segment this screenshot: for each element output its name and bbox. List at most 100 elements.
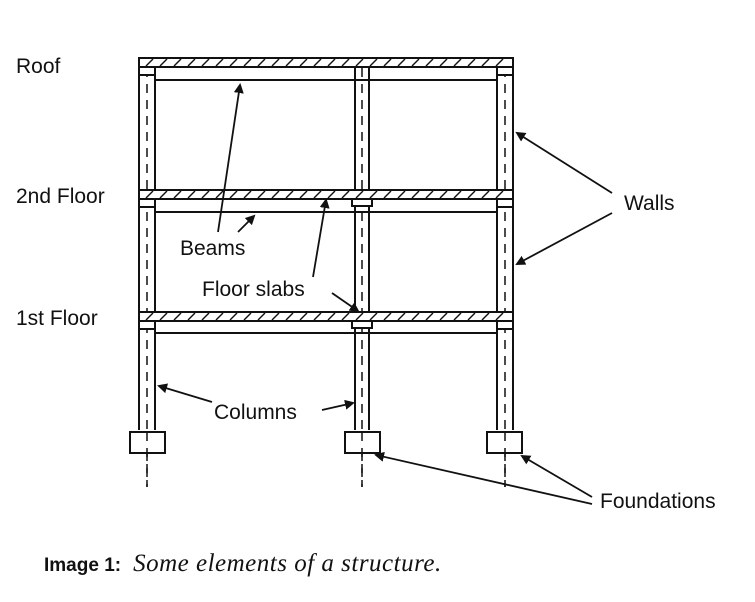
slab-hatch-line <box>243 190 252 199</box>
label-roof: Roof <box>16 55 61 78</box>
foundations-arrow-right <box>520 454 593 498</box>
slab-hatch-line <box>285 58 294 67</box>
slab-hatch-line <box>411 58 420 67</box>
caption-prefix: Image 1: <box>44 555 121 576</box>
slab-hatch-line <box>425 58 434 67</box>
slab-hatch-line <box>327 312 336 321</box>
slabs-arrow-floor1 <box>331 292 360 313</box>
slab-hatch-line <box>397 190 406 199</box>
first-floor-slab <box>138 311 514 334</box>
slab-hatch-line <box>369 312 378 321</box>
slab-hatch-line <box>453 312 462 321</box>
slab-hatch-line <box>411 190 420 199</box>
slab-hatch-line <box>397 312 406 321</box>
slab-hatch-line <box>313 312 322 321</box>
slab-hatch-line <box>299 312 308 321</box>
walls-arrow-upper <box>515 131 613 194</box>
slab-hatch-line <box>495 312 504 321</box>
slab-hatch-line <box>495 190 504 199</box>
slab-hatch-line <box>425 190 434 199</box>
slab-hatch-line <box>285 190 294 199</box>
slab-hatch-line <box>481 312 490 321</box>
slab-hatch-line <box>187 190 196 199</box>
slab-hatch-line <box>229 312 238 321</box>
slab-hatch-line <box>215 312 224 321</box>
slab-hatch-line <box>257 190 266 199</box>
slab-hatch-line <box>285 312 294 321</box>
slab-hatch-line <box>383 58 392 67</box>
slab-hatch-line <box>187 312 196 321</box>
slab-hatch-line <box>299 190 308 199</box>
slab-hatch-line <box>383 190 392 199</box>
slab-hatch-line <box>327 58 336 67</box>
slab-hatch-line <box>467 58 476 67</box>
slab-hatch-line <box>355 190 364 199</box>
slab-hatch-line <box>201 312 210 321</box>
slab-hatch-line <box>495 58 504 67</box>
slab-hatch-line <box>257 312 266 321</box>
slab-hatch-line <box>173 58 182 67</box>
slab-hatch-line <box>453 190 462 199</box>
slab-hatch-line <box>341 58 350 67</box>
slab-hatch-line <box>229 190 238 199</box>
slab-hatch-line <box>215 190 224 199</box>
caption-text: Some elements of a structure. <box>133 550 442 577</box>
label-second-floor: 2nd Floor <box>16 185 105 208</box>
slab-hatch-line <box>201 190 210 199</box>
slab-hatch-line <box>271 312 280 321</box>
slab-hatch-line <box>355 58 364 67</box>
slab-hatch-line <box>145 58 154 67</box>
slab-hatch-line <box>313 58 322 67</box>
slab-hatch-line <box>243 312 252 321</box>
slab-hatch-line <box>481 190 490 199</box>
slab-hatch-line <box>145 312 154 321</box>
slab-hatch-line <box>355 312 364 321</box>
slab-hatch-line <box>159 58 168 67</box>
slab-hatch-line <box>411 312 420 321</box>
slab-hatch-line <box>271 58 280 67</box>
slab-hatch-line <box>439 190 448 199</box>
slab-hatch-line <box>313 190 322 199</box>
columns-arrow-middle <box>321 399 355 411</box>
slab-hatch-line <box>145 190 154 199</box>
slab-hatch-line <box>341 312 350 321</box>
beams-arrow-floor2 <box>237 214 256 233</box>
leader-arrows <box>157 83 613 505</box>
slab-hatch-line <box>439 312 448 321</box>
slab-hatch-line <box>299 58 308 67</box>
slab-hatch-line <box>341 190 350 199</box>
label-columns: Columns <box>214 401 297 424</box>
slab-hatch-line <box>397 58 406 67</box>
slab-hatch-line <box>271 190 280 199</box>
foundations <box>129 431 523 487</box>
slab-hatch-line <box>425 312 434 321</box>
slab-hatch-line <box>453 58 462 67</box>
slab-hatch-line <box>481 58 490 67</box>
label-foundations: Foundations <box>600 490 716 513</box>
slab-hatch-line <box>327 190 336 199</box>
slabs-arrow-floor2 <box>312 198 330 278</box>
roof-slab <box>138 57 514 81</box>
label-walls: Walls <box>624 192 675 215</box>
slab-hatch-line <box>467 190 476 199</box>
figure-caption: Image 1: Some elements of a structure. <box>44 550 442 577</box>
slab-hatch-line <box>369 190 378 199</box>
slab-hatch-line <box>187 58 196 67</box>
slab-hatch-line <box>173 312 182 321</box>
slab-hatch-line <box>215 58 224 67</box>
column-axes <box>146 68 506 487</box>
slab-hatch-line <box>369 58 378 67</box>
slab-hatch-line <box>159 190 168 199</box>
slab-joints <box>138 66 514 330</box>
slab-hatch-line <box>229 58 238 67</box>
foundations-arrow-middle <box>374 451 593 505</box>
slab-hatch-line <box>173 190 182 199</box>
slab-hatch-line <box>159 312 168 321</box>
label-floor-slabs: Floor slabs <box>202 278 305 301</box>
walls-arrow-lower <box>515 212 613 265</box>
slab-hatch-line <box>243 58 252 67</box>
slab-hatch-line <box>201 58 210 67</box>
label-beams: Beams <box>180 237 245 260</box>
